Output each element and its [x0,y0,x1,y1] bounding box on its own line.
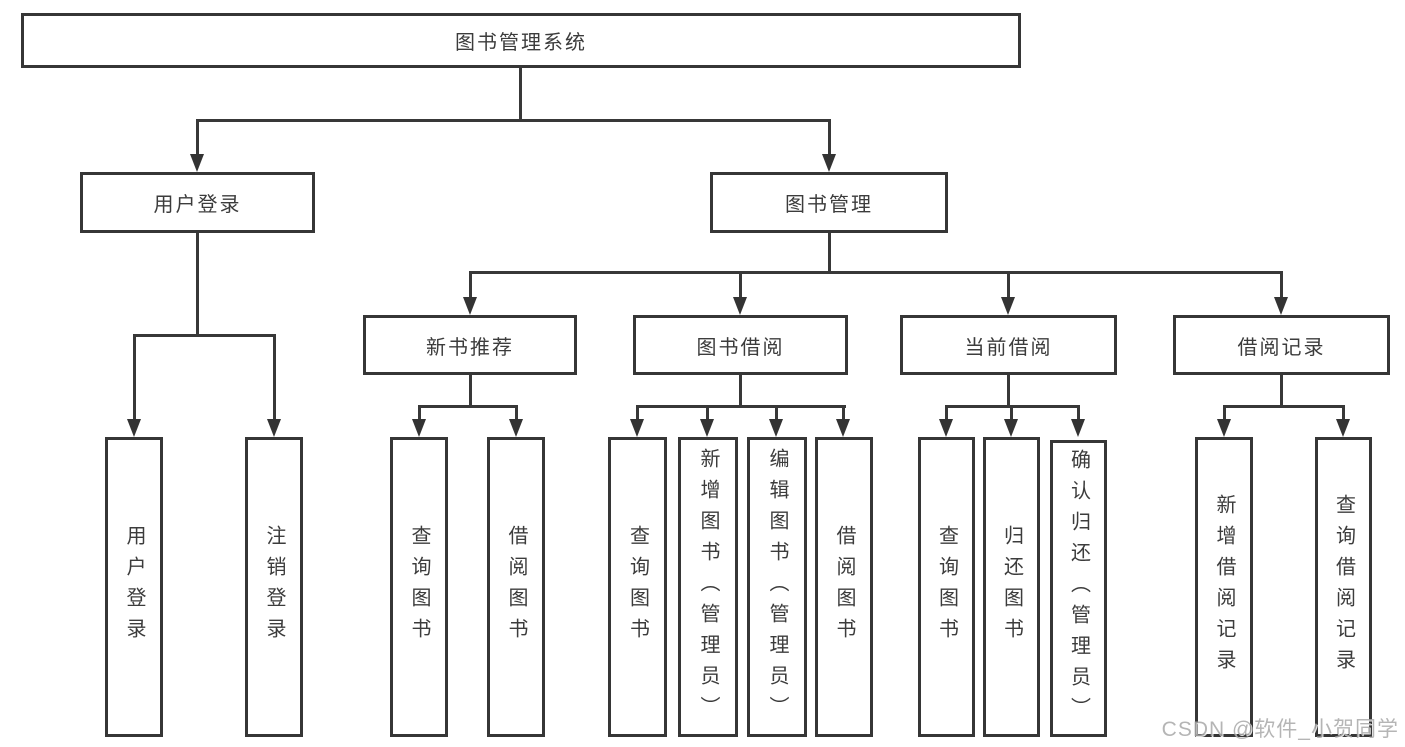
leaf-user-login: 用户登录 [105,437,163,737]
leaf-bb-query-label: 查询图书 [626,525,649,649]
connector-bookmgmt-drop-2 [739,271,742,299]
leaf-bb-borrow-label: 借阅图书 [833,525,855,649]
connector-currentborrow-stem [1007,375,1010,408]
leaf-bb-borrow: 借阅图书 [815,437,873,737]
node-book-borrow-label: 图书借阅 [696,336,785,359]
node-user-login-label: 用户登录 [153,194,242,216]
csdn-watermark: CSDN @软件_小贺同学 [1161,718,1399,741]
connector-bookmgmt-drop-4 [1280,271,1283,299]
node-book-borrow: 图书借阅 [633,315,848,375]
connector-currentborrow-drop-2 [1010,405,1013,421]
connector-bookmgmt-drop-3 [1007,271,1010,299]
leaf-cb-return-label: 归还图书 [1000,525,1023,649]
connector-bookborrow-drop-4 [842,405,845,421]
connector-bookmgmt-drop-1 [469,271,472,299]
connector-newbooks-stem [469,375,472,408]
node-borrow-records-label: 借阅记录 [1237,336,1326,359]
connector-root-stem [519,68,522,122]
arrowhead-leaf-cb-return [1004,419,1018,437]
node-current-borrow-label: 当前借阅 [964,336,1053,359]
connector-bookborrow-drop-2 [706,405,709,421]
connector-userlogin-stem [196,233,199,337]
node-user-login: 用户登录 [80,172,315,233]
connector-borrowrecords-bar [1223,405,1345,408]
arrowhead-leaf-br-query [1336,419,1350,437]
connector-borrowrecords-drop-1 [1223,405,1226,421]
connector-userlogin-drop-1 [133,334,136,420]
connector-userlogin-bar [133,334,276,337]
connector-borrowrecords-drop-2 [1342,405,1345,421]
leaf-cb-return: 归还图书 [983,437,1040,737]
leaf-nb-borrow-label: 借阅图书 [505,525,527,649]
leaf-nb-borrow: 借阅图书 [487,437,545,737]
connector-newbooks-bar [418,405,518,408]
connector-borrowrecords-stem [1280,375,1283,408]
arrowhead-leaf-bb-borrow [836,419,850,437]
node-new-books-label: 新书推荐 [426,336,514,359]
connector-newbooks-drop-1 [418,405,421,421]
node-new-books: 新书推荐 [363,315,577,375]
node-root-label: 图书管理系统 [455,32,587,54]
connector-root-bar [196,119,831,122]
leaf-bb-query: 查询图书 [608,437,667,737]
leaf-nb-query: 查询图书 [390,437,448,737]
node-book-mgmt: 图书管理 [710,172,948,233]
arrowhead-leaf-bb-edit [769,419,783,437]
arrowhead-leaf-bb-add [700,419,714,437]
arrowhead-leaf-bb-query [630,419,644,437]
arrowhead-current-borrow [1001,297,1015,315]
arrowhead-leaf-cb-confirm [1071,419,1085,437]
arrowhead-book-borrow [733,297,747,315]
connector-root-drop-left [196,119,199,157]
connector-bookmgmt-stem [828,233,831,274]
connector-currentborrow-drop-1 [945,405,948,421]
leaf-cb-query-label: 查询图书 [935,525,958,649]
arrowhead-leaf-nb-borrow [509,419,523,437]
leaf-cb-query: 查询图书 [918,437,975,737]
connector-userlogin-drop-2 [273,334,276,420]
arrowhead-leaf-nb-query [412,419,426,437]
arrowhead-leaf-cb-query [939,419,953,437]
arrowhead-leaf-br-add [1217,419,1231,437]
leaf-bb-add-label: 新增图书（管理员） [697,447,719,727]
arrowhead-leaf-user-login [127,419,141,437]
leaf-br-query: 查询借阅记录 [1315,437,1372,737]
connector-currentborrow-drop-3 [1077,405,1080,421]
leaf-br-add-label: 新增借阅记录 [1213,494,1235,680]
connector-bookborrow-drop-1 [636,405,639,421]
arrowhead-borrow-records [1274,297,1288,315]
connector-bookborrow-bar [636,405,846,408]
connector-root-drop-right [828,119,831,157]
node-root: 图书管理系统 [21,13,1021,68]
leaf-nb-query-label: 查询图书 [408,525,430,649]
leaf-bb-edit-label: 编辑图书（管理员） [766,447,788,727]
leaf-cb-confirm: 确认归还（管理员） [1050,440,1107,737]
connector-newbooks-drop-2 [515,405,518,421]
connector-bookborrow-stem [739,375,742,408]
node-borrow-records: 借阅记录 [1173,315,1390,375]
connector-bookborrow-drop-3 [775,405,778,421]
leaf-br-add: 新增借阅记录 [1195,437,1253,737]
node-book-mgmt-label: 图书管理 [785,194,873,216]
leaf-logout: 注销登录 [245,437,303,737]
leaf-user-login-label: 用户登录 [123,525,145,649]
arrowhead-book-mgmt [822,154,836,172]
arrowhead-new-books [463,297,477,315]
node-current-borrow: 当前借阅 [900,315,1117,375]
connector-bookmgmt-bar [469,271,1283,274]
leaf-logout-label: 注销登录 [263,525,285,649]
arrowhead-leaf-logout [267,419,281,437]
leaf-bb-edit: 编辑图书（管理员） [747,437,807,737]
arrowhead-user-login [190,154,204,172]
leaf-br-query-label: 查询借阅记录 [1332,494,1355,680]
leaf-cb-confirm-label: 确认归还（管理员） [1067,449,1090,728]
leaf-bb-add: 新增图书（管理员） [678,437,738,737]
